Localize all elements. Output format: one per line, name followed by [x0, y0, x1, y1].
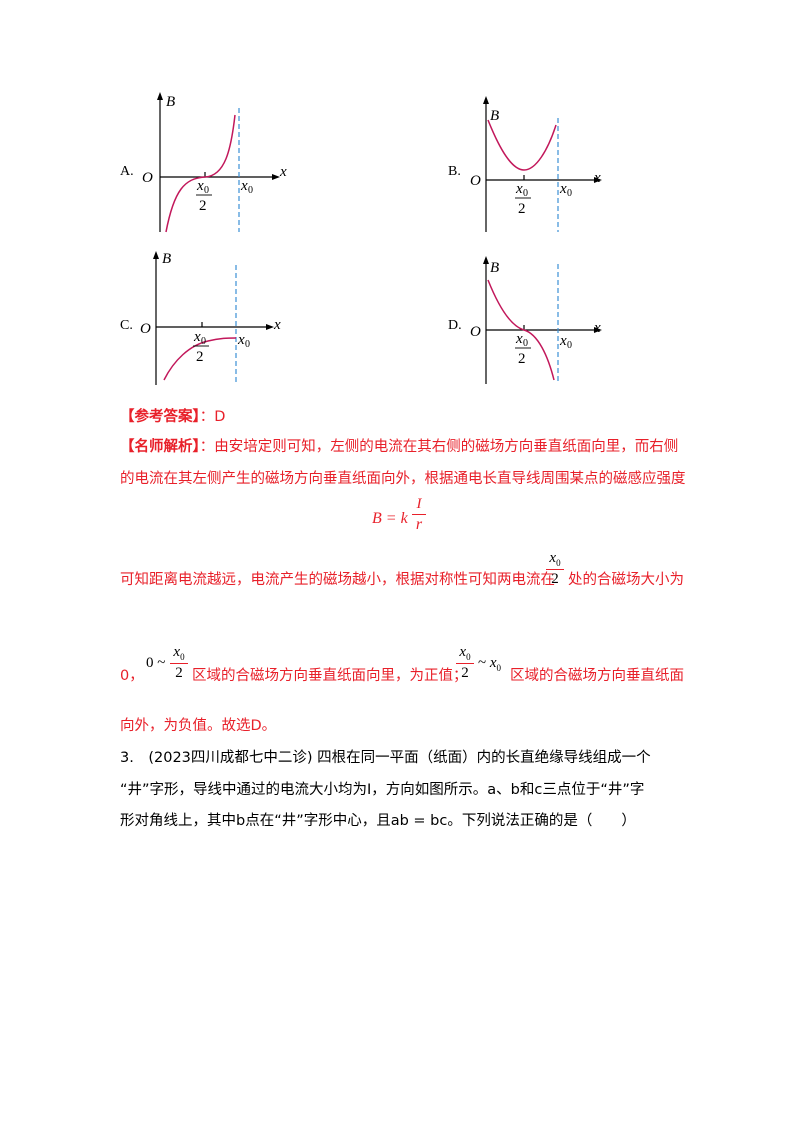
- graph-a: B O x x 0 2 x 0: [140, 90, 370, 240]
- graph-d: B O x x 0 2 x 0: [466, 250, 696, 400]
- origin-label: O: [470, 324, 481, 340]
- frac-two: 2: [461, 665, 469, 681]
- analysis-line-1: 【名师解析】：由安培定则可知，左侧的电流在其右侧的磁场方向垂直纸面向里，而右侧: [120, 437, 678, 457]
- range-tilde: ~: [478, 655, 487, 671]
- tick-sub: 0: [523, 188, 528, 199]
- tick-x0-half-num: x: [193, 329, 201, 345]
- tick-two: 2: [518, 201, 526, 217]
- question-line-1: 3. (2023四川成都七中二诊) 四根在同一平面（纸面）内的长直绝缘导线组成一…: [120, 750, 651, 766]
- fraction-x0-half-2: x0 2: [170, 644, 188, 682]
- tick-sub: 0: [523, 338, 528, 349]
- tick-x0: x: [240, 178, 248, 194]
- reference-answer-label: 【参考答案】: [120, 409, 200, 425]
- formula-fraction: I r: [412, 496, 426, 534]
- analysis-line-4b: 区域的合磁场方向垂直纸面: [510, 668, 684, 684]
- reference-answer: 【参考答案】：D: [120, 407, 225, 427]
- range-start: 0 ~: [146, 655, 166, 671]
- graph-b: B O x x 0 2 x 0: [466, 90, 696, 240]
- frac-x: x: [459, 644, 467, 660]
- tick-sub: 0: [567, 188, 572, 199]
- fraction-x0-half-3: x0 2: [456, 644, 474, 682]
- tick-two: 2: [518, 351, 526, 367]
- analysis-line-5: 向外，为负值。故选D。: [120, 718, 277, 734]
- option-b-label: B.: [448, 164, 461, 179]
- analysis-text-1: ：由安培定则可知，左侧的电流在其右侧的磁场方向垂直纸面向里，而右侧: [199, 439, 679, 455]
- tick-sub: 0: [567, 340, 572, 351]
- range-sub: 0: [496, 663, 502, 673]
- graph-b-svg: B O x x 0 2 x 0: [470, 96, 602, 232]
- tick-sub: 0: [201, 336, 206, 347]
- frac-sub: 0: [180, 652, 185, 662]
- axis-b-label: B: [162, 251, 171, 267]
- frac-sub: 0: [466, 652, 471, 662]
- option-c-label: C.: [120, 318, 133, 333]
- fraction-x0-half-1: x0 2: [546, 550, 564, 588]
- analysis-line-2: 的电流在其左侧产生的磁场方向垂直纸面向外，根据通电长直导线周围某点的磁感应强度: [120, 471, 686, 487]
- graph-c: B O x x 0 2 x 0: [140, 245, 370, 395]
- tick-x0-half-num: x: [196, 178, 204, 194]
- analysis-line-4a: 区域的合磁场方向垂直纸面向里，为正值；: [192, 668, 468, 684]
- frac-two: 2: [175, 665, 183, 681]
- axis-x-label: x: [279, 164, 287, 180]
- tick-x0: x: [237, 332, 245, 348]
- tick-x0-half-num: x: [515, 181, 523, 197]
- formula-lhs: B = k: [372, 510, 408, 527]
- analysis-line-3a: 可知距离电流越远，电流产生的磁场越小，根据对称性可知两电流在: [120, 572, 555, 588]
- reference-answer-value: ：D: [199, 409, 226, 425]
- tick-x0: x: [559, 181, 567, 197]
- range-x0: ~ x0: [478, 655, 501, 673]
- frac-sub: 0: [556, 558, 561, 568]
- tick-x0-half-num: x: [515, 331, 523, 347]
- tick-two: 2: [199, 198, 207, 214]
- question-line-2: “井”字形，导线中通过的电流大小均为I，方向如图所示。a、b和c三点位于“井”字: [120, 782, 645, 798]
- origin-label: O: [142, 170, 153, 186]
- tick-x0: x: [559, 333, 567, 349]
- origin-label: O: [470, 173, 481, 189]
- frac-x: x: [173, 644, 181, 660]
- axis-b-label: B: [490, 260, 499, 276]
- axis-x-label: x: [273, 317, 281, 333]
- analysis-line-3b: 处的合磁场大小为: [568, 572, 684, 588]
- range-x: x: [489, 655, 497, 671]
- analysis-label: 【名师解析】: [120, 439, 200, 455]
- formula-num: I: [416, 496, 422, 512]
- tick-two: 2: [196, 349, 204, 365]
- graph-c-svg: B O x x 0 2 x 0: [140, 251, 281, 385]
- tick-sub: 0: [204, 185, 209, 196]
- axis-x-label: x: [593, 320, 601, 336]
- frac-two: 2: [551, 571, 559, 587]
- origin-label: O: [140, 321, 151, 337]
- graph-a-svg: B O x x 0 2 x 0: [142, 92, 287, 233]
- option-a-label: A.: [120, 164, 134, 179]
- graph-d-svg: B O x x 0 2 x 0: [470, 256, 602, 384]
- axis-b-label: B: [166, 94, 175, 110]
- tick-sub: 0: [248, 185, 253, 196]
- axis-b-label: B: [490, 108, 499, 124]
- frac-x: x: [549, 550, 557, 566]
- tick-sub: 0: [245, 339, 250, 350]
- option-d-label: D.: [448, 318, 462, 333]
- axis-x-label: x: [593, 170, 601, 186]
- question-line-3: 形对角线上，其中b点在“井”字形中心，且ab = bc。下列说法正确的是（ ）: [120, 813, 636, 829]
- analysis-zero: 0，: [120, 668, 144, 684]
- formula-den: r: [415, 516, 423, 533]
